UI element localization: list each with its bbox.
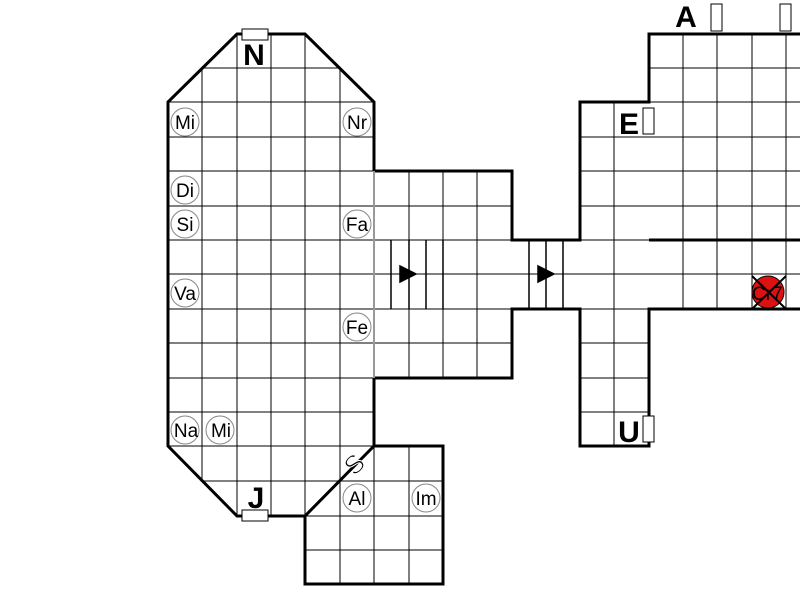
room-a-grid [649, 34, 800, 240]
token-al[interactable]: Al [342, 483, 372, 513]
room-label-a: A [675, 1, 697, 34]
svg-text:Mi: Mi [211, 421, 231, 442]
token-fa[interactable]: Fa [342, 209, 372, 239]
room-e-u-grid [580, 102, 649, 446]
cross-icon [751, 275, 787, 310]
stairs-west[interactable] [374, 240, 444, 309]
svg-text:Al: Al [349, 489, 366, 510]
room-label-j: J [248, 482, 265, 515]
token-mi-bottom[interactable]: Mi [205, 415, 235, 445]
token-na[interactable]: Na [170, 415, 200, 445]
stairs-arrow-icon [537, 264, 556, 284]
walls [166, 32, 800, 586]
token-fe[interactable]: Fe [342, 312, 372, 342]
defeated-marker[interactable]: Cr7 [751, 275, 787, 310]
token-si[interactable]: Si [170, 209, 200, 239]
door-n[interactable] [241, 28, 269, 41]
svg-text:Fa: Fa [346, 215, 369, 236]
door-j[interactable] [241, 509, 269, 522]
svg-text:Im: Im [415, 489, 436, 510]
svg-text:Fe: Fe [346, 318, 368, 339]
token-va[interactable]: Va [170, 278, 200, 308]
svg-text:Di: Di [176, 181, 194, 202]
door-u[interactable] [642, 415, 655, 443]
door-a-2[interactable] [779, 3, 792, 32]
svg-text:Mi: Mi [175, 113, 195, 134]
doors[interactable] [241, 3, 792, 522]
token-im[interactable]: Im [411, 483, 441, 513]
stairs-arrow-icon [399, 264, 418, 284]
svg-text:Na: Na [174, 421, 199, 442]
room-label-n: N [243, 39, 265, 72]
token-di[interactable]: Di [170, 175, 200, 205]
door-a-1[interactable] [710, 3, 723, 32]
room-label-u: U [618, 416, 640, 449]
east-corridor-grid [649, 240, 800, 309]
svg-text:Va: Va [174, 284, 196, 305]
token-nr[interactable]: Nr [342, 107, 372, 137]
stairs-east[interactable] [512, 240, 580, 309]
svg-text:Nr: Nr [347, 113, 368, 134]
svg-text:Si: Si [177, 215, 194, 236]
door-e[interactable] [642, 107, 655, 135]
room-s-grid [305, 446, 443, 584]
token-mi-top[interactable]: Mi [170, 107, 200, 137]
room-label-e: E [619, 108, 639, 141]
